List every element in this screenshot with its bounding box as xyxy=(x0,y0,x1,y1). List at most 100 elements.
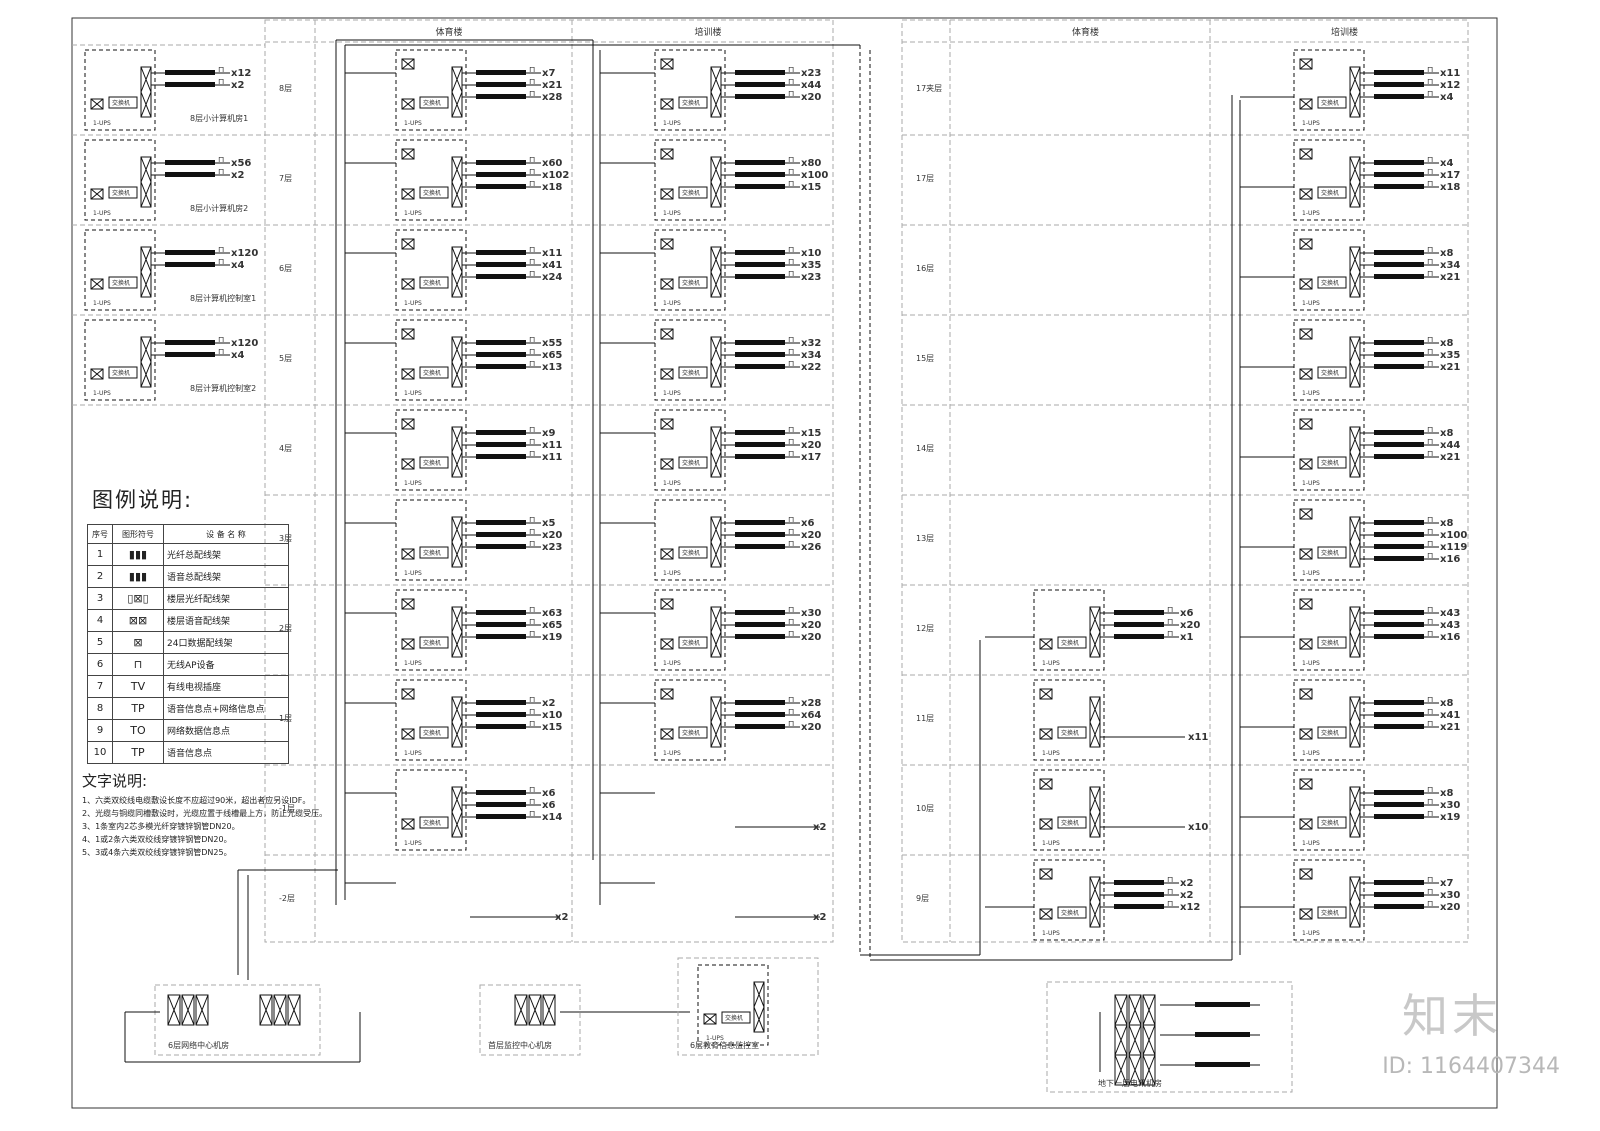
patch-cross xyxy=(1299,368,1313,380)
patch-cross xyxy=(1299,238,1313,250)
right-training-count: x44 xyxy=(1440,440,1460,451)
cabinet-outline xyxy=(1293,769,1365,851)
cable-label-bar xyxy=(735,94,785,99)
patch-cross xyxy=(401,598,415,610)
switch-icon xyxy=(678,546,708,559)
outlet-icon: ⊓ xyxy=(1427,539,1433,548)
outlet-icon: ⊓ xyxy=(1427,515,1433,524)
patch-cross xyxy=(195,994,209,1026)
legend-row: 6⊓无线AP设备 xyxy=(87,653,289,676)
switch-icon xyxy=(678,96,708,109)
ups-label: 1-UPS xyxy=(404,570,422,577)
switch-label: 交换机 xyxy=(1321,189,1339,197)
training-count: x10 xyxy=(801,248,821,259)
switch-icon xyxy=(1317,276,1347,289)
cabinet-outline xyxy=(1293,139,1365,221)
cable-label-bar xyxy=(1374,904,1424,909)
patch-cross xyxy=(660,148,674,160)
outlet-icon: ⊓ xyxy=(788,65,794,74)
legend-row: 4⊠⊠楼层语音配线架 xyxy=(87,609,289,632)
cable-label-bar xyxy=(735,70,785,75)
patch-cross xyxy=(660,728,674,740)
training-count: x22 xyxy=(801,362,821,373)
fiber-patch-icon xyxy=(660,418,674,430)
patch-cross xyxy=(710,696,722,723)
patch-cross xyxy=(660,548,674,560)
cable-label-bar xyxy=(1195,1032,1250,1037)
data-patch-panel xyxy=(710,156,722,208)
outlet-icon: ⊓ xyxy=(529,605,535,614)
ups-label: 1-UPS xyxy=(1302,210,1320,217)
monitor-rack xyxy=(514,994,528,1026)
sports-count: x2 xyxy=(555,912,568,923)
sports-count: x21 xyxy=(542,80,562,91)
switch-icon xyxy=(678,366,708,379)
telecom-rack xyxy=(1142,1054,1156,1086)
right-floor-label: 17层 xyxy=(916,174,934,183)
right-floor-label: 13层 xyxy=(916,534,934,543)
cable-label-bar xyxy=(476,790,526,795)
room-count: x2 xyxy=(231,170,244,181)
outlet-icon: ⊓ xyxy=(788,515,794,524)
patch-cross xyxy=(1089,901,1101,928)
right-header-training: 培训楼 xyxy=(1331,26,1358,38)
patch-cross xyxy=(451,426,463,453)
fiber-patch-icon xyxy=(90,278,104,290)
left-floor-label: 4层 xyxy=(279,444,292,453)
data-patch-panel xyxy=(753,981,765,1033)
patch-cross xyxy=(1299,458,1313,470)
fiber-patch-icon xyxy=(90,98,104,110)
fiber-patch-icon xyxy=(1299,278,1313,290)
patch-cross xyxy=(1089,696,1101,723)
patch-cross xyxy=(451,361,463,388)
switch-icon xyxy=(108,96,138,109)
fiber-patch-icon xyxy=(1299,458,1313,470)
patch-cross xyxy=(140,66,152,93)
patch-cross xyxy=(1349,91,1361,118)
fiber-patch-icon xyxy=(1299,418,1313,430)
patch-cross xyxy=(451,696,463,723)
outlet-icon: ⊓ xyxy=(529,167,535,176)
cable-label-bar xyxy=(735,454,785,459)
patch-cross xyxy=(90,278,104,290)
data-patch-panel xyxy=(710,336,722,388)
cable-label-bar xyxy=(165,352,215,357)
patch-cross xyxy=(660,238,674,250)
ups-label: 1-UPS xyxy=(1302,930,1320,937)
ups-label: 1-UPS xyxy=(93,120,111,127)
room-name: 8层计算机控制室1 xyxy=(190,293,256,303)
cable-label-bar xyxy=(1114,892,1164,897)
patch-cross xyxy=(401,148,415,160)
patch-cross xyxy=(710,156,722,183)
data-patch-panel xyxy=(451,786,463,838)
bottom-room-label: 6层网络中心机房 xyxy=(168,1040,229,1050)
patch-cross xyxy=(1299,58,1313,70)
sports-count: x28 xyxy=(542,92,562,103)
sports-count: x55 xyxy=(542,338,562,349)
sports-count: x11 xyxy=(542,248,562,259)
switch-icon xyxy=(1057,816,1087,829)
training-count: x6 xyxy=(801,518,814,529)
cable-label-bar xyxy=(1374,880,1424,885)
outlet-icon: ⊓ xyxy=(788,425,794,434)
right-training-count: x30 xyxy=(1440,800,1460,811)
switch-icon xyxy=(1057,726,1087,739)
main-voice-rack xyxy=(273,994,287,1026)
outlet-icon: ⊓ xyxy=(788,695,794,704)
data-patch-panel xyxy=(1349,246,1361,298)
outlet-icon: ⊓ xyxy=(529,629,535,638)
fiber-patch-icon xyxy=(660,638,674,650)
note-line: 4、1或2条六类双绞线穿镀锌钢管DN20。 xyxy=(82,835,232,844)
patch-cross xyxy=(90,188,104,200)
cabinet-outline xyxy=(1293,409,1365,491)
right-training-count: x21 xyxy=(1440,452,1460,463)
cable-label-bar xyxy=(476,712,526,717)
cabinet-outline xyxy=(654,319,726,401)
right-training-count: x35 xyxy=(1440,350,1460,361)
data-patch-panel xyxy=(710,696,722,748)
training-count: x20 xyxy=(801,92,821,103)
fiber-patch-icon xyxy=(703,1013,717,1025)
switch-icon xyxy=(108,186,138,199)
patch-cross xyxy=(660,418,674,430)
